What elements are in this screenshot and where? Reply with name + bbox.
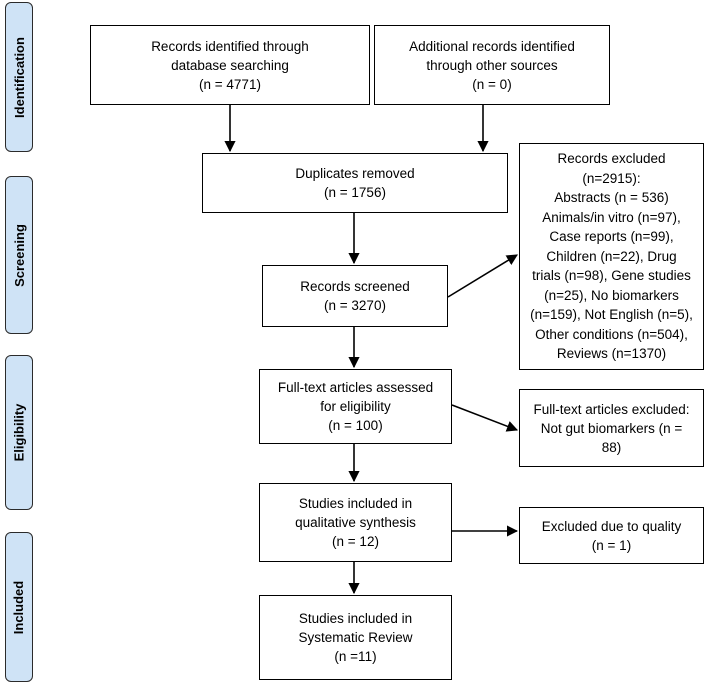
box-count: 88): [601, 439, 622, 455]
box-text-line: database searching: [171, 57, 289, 73]
phase-included: Included: [5, 532, 33, 682]
box-systematic-review: Studies included in Systematic Review (n…: [259, 595, 452, 680]
box-text-line: through other sources: [426, 57, 558, 73]
box-text-line: Duplicates removed: [295, 166, 415, 181]
box-qualitative-synthesis: Studies included in qualitative synthesi…: [259, 483, 452, 562]
box-text-line: Full-text articles assessed: [277, 380, 434, 395]
box-text-line: Abstracts (n = 536): [554, 190, 669, 206]
box-text-line: Reviews (n=1370): [556, 346, 667, 362]
box-text-line: (n=159), Not English (n=5),: [530, 307, 693, 323]
phase-screening: Screening: [5, 176, 33, 334]
phase-identification-label: Identification: [11, 36, 27, 118]
box-count: (n = 1): [591, 537, 632, 553]
box-fulltext-assessed: Full-text articles assessed for eligibil…: [259, 369, 452, 444]
box-other-sources: Additional records identified through ot…: [374, 25, 610, 105]
box-text-line: Animals/in vitro (n=97),: [542, 209, 681, 225]
box-count: (n = 100): [328, 418, 383, 433]
box-records-excluded: Records excluded (n=2915): Abstracts (n …: [519, 143, 704, 370]
box-text-line: Records identified through: [151, 38, 309, 54]
box-text-line: Systematic Review: [298, 630, 413, 645]
box-text-line: for eligibility: [320, 399, 391, 414]
box-text-line: Children (n=22), Drug: [546, 248, 677, 264]
box-database-searching: Records identified through database sear…: [90, 25, 370, 105]
arrow-screened-to-excluded: [447, 254, 518, 298]
box-count: (n = 12): [332, 534, 379, 549]
box-text-line: Studies included in: [298, 611, 413, 626]
box-records-screened: Records screened (n = 3270): [262, 265, 448, 327]
phase-eligibility-label: Eligibility: [11, 403, 27, 462]
box-count: (n = 4771): [199, 76, 261, 92]
box-fulltext-excluded: Full-text articles excluded: Not gut bio…: [519, 389, 704, 467]
box-count: (n = 0): [472, 76, 512, 92]
box-text-line: Full-text articles excluded:: [533, 401, 690, 417]
box-count: (n = 1756): [324, 185, 386, 200]
box-count: (n=2915):: [582, 170, 641, 186]
box-text-line: Not gut biomarkers (n =: [540, 420, 683, 436]
box-count: (n =11): [334, 649, 377, 664]
box-text-line: Excluded due to quality: [541, 518, 682, 534]
box-quality-excluded: Excluded due to quality (n = 1): [519, 507, 704, 564]
box-text-line: (n=25), No biomarkers: [544, 287, 679, 303]
box-text-line: Studies included in: [298, 496, 413, 511]
arrow-fulltext-to-ftexcluded: [451, 404, 519, 432]
box-text-line: Case reports (n=99),: [549, 229, 674, 245]
box-text-line: Records excluded: [557, 151, 666, 167]
box-text-line: Other conditions (n=504),: [535, 326, 688, 342]
phase-eligibility: Eligibility: [5, 355, 33, 510]
phase-included-label: Included: [11, 580, 27, 634]
box-text-line: Records screened: [300, 279, 410, 294]
box-count: (n = 3270): [324, 298, 386, 313]
phase-identification: Identification: [5, 2, 33, 152]
box-text-line: Additional records identified: [409, 38, 575, 54]
box-text-line: trials (n=98), Gene studies: [532, 268, 691, 284]
box-duplicates-removed: Duplicates removed (n = 1756): [202, 153, 508, 213]
box-text-line: qualitative synthesis: [295, 515, 416, 530]
phase-screening-label: Screening: [11, 223, 27, 287]
